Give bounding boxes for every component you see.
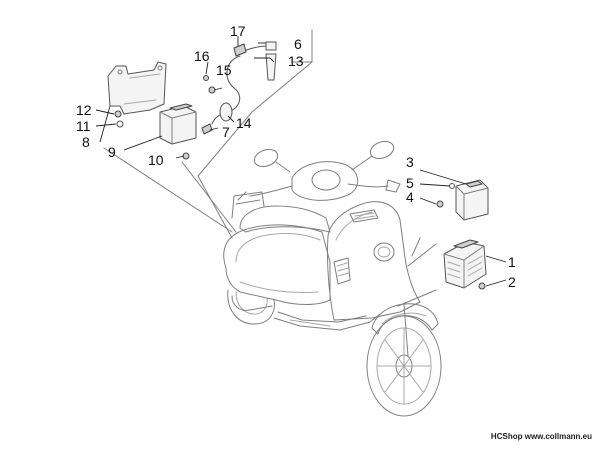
sensor-13 xyxy=(265,53,277,81)
callout-13: 13 xyxy=(288,53,304,69)
footer-url[interactable]: www.collmann.eu xyxy=(524,432,592,441)
mirror-left xyxy=(275,161,291,173)
ecu-box xyxy=(159,103,197,145)
leg-shield xyxy=(326,201,421,321)
rear-rack xyxy=(231,191,265,219)
connector-6 xyxy=(265,41,277,51)
badge xyxy=(373,242,395,262)
footer-credit: HCShop www.collmann.eu xyxy=(491,432,592,441)
callout-2: 2 xyxy=(508,274,516,290)
callout-leaders xyxy=(95,36,507,287)
callout-11: 11 xyxy=(76,118,91,134)
callout-17: 17 xyxy=(230,23,246,39)
rear-wheel xyxy=(227,289,275,325)
callout-6: 6 xyxy=(294,36,302,52)
floorboard xyxy=(273,313,381,331)
callout-16: 16 xyxy=(194,48,210,64)
screw-4 xyxy=(436,200,444,208)
seat xyxy=(239,205,331,233)
exhaust xyxy=(231,295,273,311)
small-hardware xyxy=(114,75,216,160)
nut-12 xyxy=(114,110,122,118)
callout-10: 10 xyxy=(148,152,164,168)
mounting-bracket xyxy=(107,61,167,115)
callout-12: 12 xyxy=(76,102,92,118)
clip-7 xyxy=(201,123,213,135)
rear-body xyxy=(223,224,331,305)
voltage-regulator xyxy=(443,239,487,290)
callout-5: 5 xyxy=(406,175,414,191)
callout-14: 14 xyxy=(236,115,252,131)
mirror-right xyxy=(351,155,373,171)
washer-5 xyxy=(449,183,455,189)
sensor-cable xyxy=(211,41,277,125)
callout-4: 4 xyxy=(406,189,414,205)
handlebar-left xyxy=(249,185,293,197)
callout-3: 3 xyxy=(406,154,414,170)
screw-2 xyxy=(478,282,486,290)
headlight xyxy=(311,169,341,191)
callout-numbers: 1 2 3 4 5 6 7 8 9 10 11 12 13 14 15 16 1… xyxy=(76,23,516,290)
connector-17 xyxy=(233,43,247,57)
footer-brand: HCShop xyxy=(490,432,523,441)
side-vent xyxy=(333,257,351,285)
callout-1: 1 xyxy=(508,254,516,270)
callout-8: 8 xyxy=(82,134,90,150)
headset xyxy=(291,161,359,201)
callout-9: 9 xyxy=(108,144,116,160)
scooter-outline xyxy=(223,140,442,417)
front-fender xyxy=(371,303,439,335)
callout-7: 7 xyxy=(222,124,230,140)
horn-grille xyxy=(349,209,379,223)
handlebar-right xyxy=(347,183,389,188)
washer-11 xyxy=(116,120,124,128)
screw-16 xyxy=(203,75,209,81)
leader-lines xyxy=(103,29,437,307)
regulator-unit xyxy=(436,179,489,221)
callout-15: 15 xyxy=(216,62,232,78)
